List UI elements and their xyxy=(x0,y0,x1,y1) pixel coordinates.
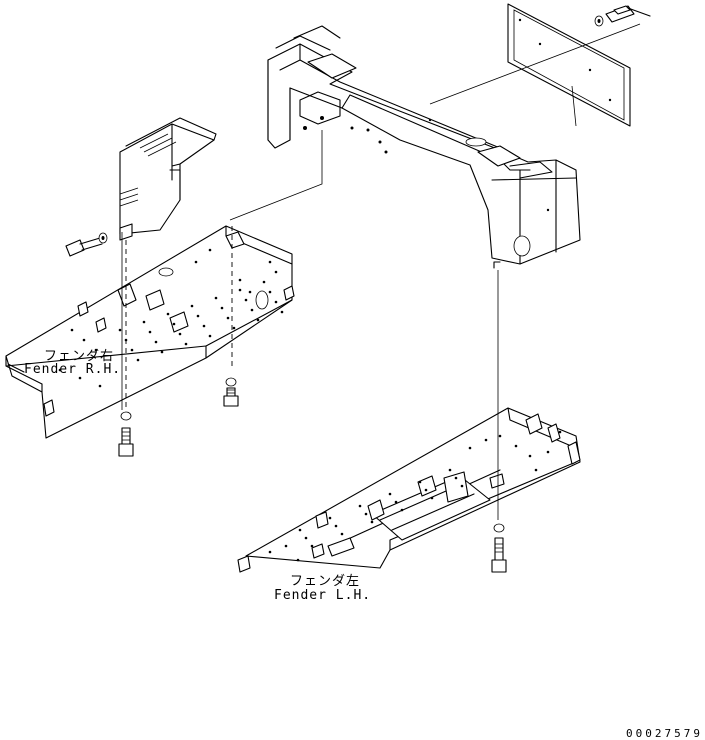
mounting-hole xyxy=(484,438,488,442)
mounting-hole xyxy=(178,332,182,336)
mounting-hole xyxy=(172,322,176,326)
mounting-hole xyxy=(430,496,434,500)
mounting-hole xyxy=(154,340,158,344)
mounting-hole xyxy=(256,318,260,322)
bolt-assembly-lh xyxy=(491,523,507,573)
mounting-hole xyxy=(238,288,242,292)
mounting-hole xyxy=(184,342,188,346)
mounting-hole xyxy=(546,450,550,454)
mounting-hole xyxy=(70,328,74,332)
mounting-hole xyxy=(268,290,272,294)
mounting-hole xyxy=(148,330,152,334)
cover-bolt-assembly xyxy=(65,232,108,257)
mounting-hole xyxy=(190,304,194,308)
mounting-hole xyxy=(194,260,198,264)
mounting-hole xyxy=(418,480,422,484)
rear-plate xyxy=(507,3,631,127)
mounting-hole xyxy=(454,476,458,480)
mounting-hole xyxy=(328,516,332,520)
mounting-hole xyxy=(334,524,338,528)
mounting-hole xyxy=(226,316,230,320)
mounting-hole xyxy=(166,312,170,316)
mounting-hole xyxy=(284,544,288,548)
fender-cover-rh xyxy=(119,117,217,241)
mounting-hole xyxy=(340,532,344,536)
mounting-hole xyxy=(94,348,98,352)
fender-rh-label-jp: フェンダ右 xyxy=(44,349,115,364)
rops-frame xyxy=(267,25,581,269)
mounting-hole xyxy=(358,504,362,508)
mounting-hole xyxy=(304,536,308,540)
bolt-assembly-rh-rear xyxy=(223,377,239,407)
mounting-hole xyxy=(274,300,278,304)
fender-lh-holes xyxy=(268,430,562,562)
mounting-hole xyxy=(460,484,464,488)
mounting-hole xyxy=(280,310,284,314)
mounting-hole xyxy=(370,520,374,524)
mounting-hole xyxy=(202,324,206,328)
mounting-hole xyxy=(78,376,82,380)
document-number: 00027579 xyxy=(626,727,703,740)
mounting-hole xyxy=(262,280,266,284)
mounting-hole xyxy=(160,350,164,354)
mounting-hole xyxy=(388,492,392,496)
mounting-hole xyxy=(136,358,140,362)
mounting-hole xyxy=(296,558,300,562)
mounting-hole xyxy=(250,308,254,312)
mounting-hole xyxy=(558,430,562,434)
mounting-hole xyxy=(130,348,134,352)
mounting-hole xyxy=(528,454,532,458)
mounting-hole xyxy=(196,314,200,318)
mounting-hole xyxy=(498,434,502,438)
mounting-hole xyxy=(310,544,314,548)
mounting-hole xyxy=(268,260,272,264)
mounting-hole xyxy=(298,528,302,532)
mounting-hole xyxy=(364,512,368,516)
mounting-hole xyxy=(208,248,212,252)
mounting-hole xyxy=(208,334,212,338)
mounting-hole xyxy=(214,296,218,300)
fender-lh-label-jp: フェンダ左 xyxy=(290,574,361,589)
plate-bolt-assembly xyxy=(594,5,651,27)
mounting-hole xyxy=(400,508,404,512)
leader-lines xyxy=(121,23,641,520)
fender-lh-label-en: Fender L.H. xyxy=(274,588,372,603)
mounting-hole xyxy=(220,306,224,310)
mounting-hole xyxy=(424,488,428,492)
mounting-hole xyxy=(232,326,236,330)
mounting-hole xyxy=(58,368,62,372)
bolt-assembly-rh-front xyxy=(118,411,134,457)
mounting-hole xyxy=(514,444,518,448)
mounting-hole xyxy=(98,384,102,388)
mounting-hole xyxy=(248,290,252,294)
mounting-hole xyxy=(468,446,472,450)
fender-lh-plate xyxy=(237,407,581,573)
mounting-hole xyxy=(274,270,278,274)
mounting-hole xyxy=(394,500,398,504)
mounting-hole xyxy=(118,328,122,332)
mounting-hole xyxy=(142,320,146,324)
mounting-hole xyxy=(82,338,86,342)
mounting-hole xyxy=(534,468,538,472)
mounting-hole xyxy=(448,468,452,472)
mounting-hole xyxy=(268,550,272,554)
mounting-hole xyxy=(238,278,242,282)
mounting-hole xyxy=(244,298,248,302)
fender-rh-label-en: Fender R.H. xyxy=(24,362,122,377)
